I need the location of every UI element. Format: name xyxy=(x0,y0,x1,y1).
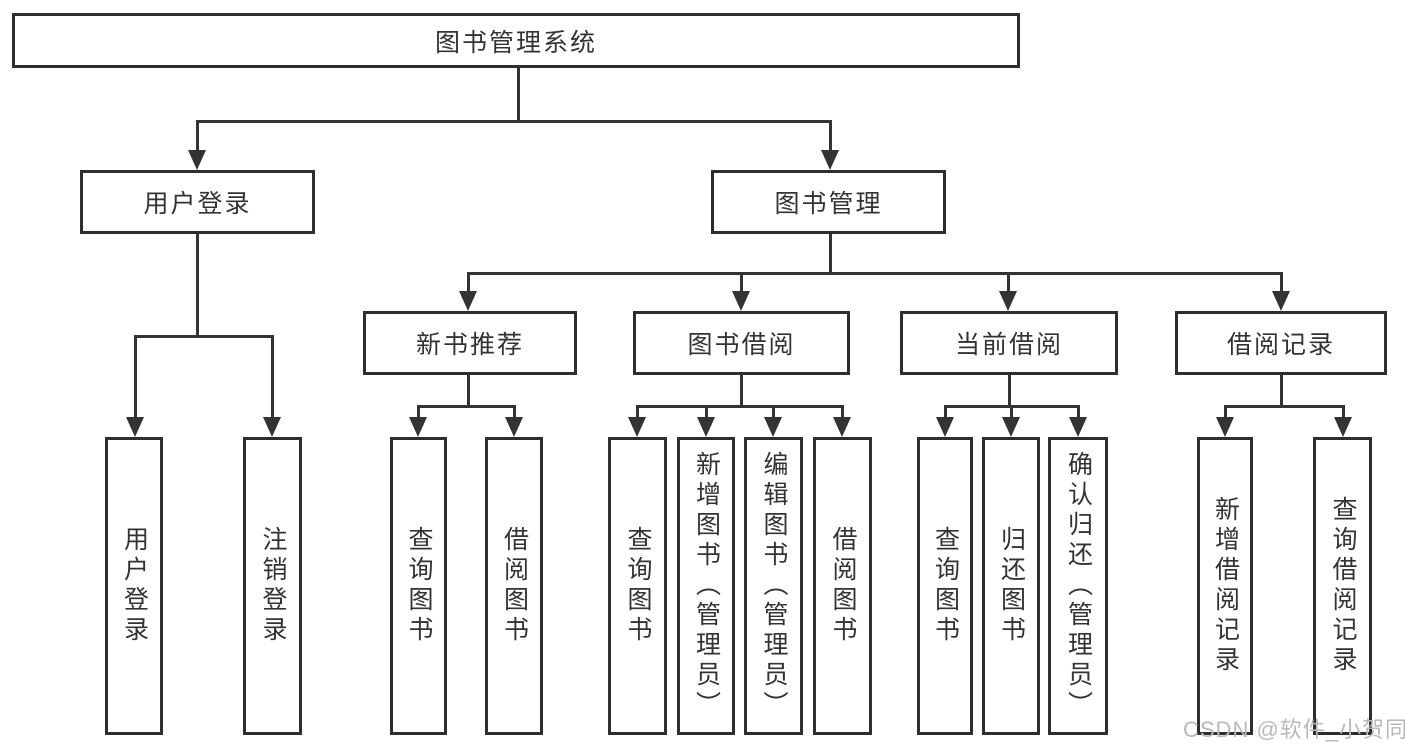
arrowhead-leaf-d3-icon xyxy=(1069,417,1087,437)
arrowhead-logout-leaf-icon xyxy=(263,417,281,437)
arrowhead-leaf-c3-icon xyxy=(764,417,782,437)
connector-drop-book-management xyxy=(829,120,832,152)
connector-user-login-stem xyxy=(196,234,199,335)
node-book-borrow-label: 图书借阅 xyxy=(687,331,796,359)
node-borrow-records-label: 借阅记录 xyxy=(1226,331,1335,359)
arrowhead-book-management-icon xyxy=(821,150,839,170)
connector-drop-user-login xyxy=(196,120,199,152)
node-book-management-label: 图书管理 xyxy=(774,190,883,218)
connector-drop-leaf-d2 xyxy=(1010,405,1013,417)
connector-drop-login-leaf xyxy=(134,335,137,417)
connector-borrow-records-bar xyxy=(1224,405,1344,408)
arrowhead-leaf-c4-icon xyxy=(833,417,851,437)
arrowhead-leaf-c1-icon xyxy=(628,417,646,437)
node-book-borrow: 图书借阅 xyxy=(633,311,850,375)
leaf-query-books-borrow-label: 查询图书 xyxy=(624,526,652,646)
connector-borrow-records-stem xyxy=(1280,375,1283,405)
leaf-query-books-current-label: 查询图书 xyxy=(931,526,960,646)
connector-drop-book-borrow xyxy=(740,272,743,292)
arrowhead-leaf-c2-icon xyxy=(697,417,715,437)
connector-drop-leaf-b2 xyxy=(513,405,516,417)
arrowhead-login-leaf-icon xyxy=(126,417,144,437)
leaf-user-login: 用户登录 xyxy=(105,437,163,735)
node-user-login: 用户登录 xyxy=(80,170,315,234)
connector-drop-borrow-records xyxy=(1280,272,1283,292)
connector-drop-leaf-d3 xyxy=(1077,405,1080,417)
node-book-management: 图书管理 xyxy=(711,170,946,234)
connector-drop-leaf-e1 xyxy=(1224,405,1227,417)
leaf-return-books: 归还图书 xyxy=(982,437,1040,735)
arrowhead-leaf-e1-icon xyxy=(1216,417,1234,437)
leaf-query-books-borrow: 查询图书 xyxy=(608,437,667,735)
leaf-user-login-label: 用户登录 xyxy=(120,526,149,646)
arrowhead-leaf-b2-icon xyxy=(505,417,523,437)
node-current-borrow-label: 当前借阅 xyxy=(954,331,1063,359)
connector-book-borrow-bar xyxy=(636,405,844,408)
arrowhead-book-borrow-icon xyxy=(732,291,750,311)
watermark: CSDN @软件_小贺同学 xyxy=(1183,717,1405,742)
leaf-edit-books-admin-label: 编辑图书（管理员） xyxy=(760,451,788,721)
leaf-borrow-books-recommend-label: 借阅图书 xyxy=(500,526,529,646)
connector-book-borrow-stem xyxy=(740,375,743,405)
node-root-label: 图书管理系统 xyxy=(434,28,597,57)
leaf-confirm-return-admin-label: 确认归还（管理员） xyxy=(1064,451,1093,721)
leaf-query-books-recommend-label: 查询图书 xyxy=(405,526,433,646)
leaf-query-books-current: 查询图书 xyxy=(917,437,973,735)
node-user-login-label: 用户登录 xyxy=(143,190,252,218)
leaf-borrow-books-label: 借阅图书 xyxy=(829,526,857,646)
arrowhead-current-borrow-icon xyxy=(999,291,1017,311)
leaf-add-borrow-record-label: 新增借阅记录 xyxy=(1211,496,1240,676)
leaf-query-books-recommend: 查询图书 xyxy=(390,437,447,735)
connector-drop-leaf-c4 xyxy=(841,405,844,417)
leaf-borrow-books-recommend: 借阅图书 xyxy=(485,437,543,735)
connector-new-book-stem xyxy=(467,375,470,405)
arrowhead-leaf-d2-icon xyxy=(1002,417,1020,437)
arrowhead-leaf-d1-icon xyxy=(936,417,954,437)
arrowhead-user-login-icon xyxy=(188,150,206,170)
node-current-borrow: 当前借阅 xyxy=(900,311,1118,375)
leaf-add-books-admin: 新增图书（管理员） xyxy=(677,437,735,735)
connector-drop-leaf-d1 xyxy=(944,405,947,417)
leaf-return-books-label: 归还图书 xyxy=(997,526,1026,646)
connector-level2-bar xyxy=(196,120,832,123)
leaf-add-borrow-record: 新增借阅记录 xyxy=(1197,437,1253,735)
connector-current-borrow-stem xyxy=(1008,375,1011,405)
arrowhead-leaf-b1-icon xyxy=(409,417,427,437)
leaf-edit-books-admin: 编辑图书（管理员） xyxy=(744,437,803,735)
connector-user-login-bar xyxy=(134,335,274,338)
leaf-confirm-return-admin: 确认归还（管理员） xyxy=(1048,437,1108,735)
node-new-book-recommend-label: 新书推荐 xyxy=(415,331,524,359)
leaf-logout-label: 注销登录 xyxy=(259,526,287,646)
connector-drop-current-borrow xyxy=(1007,272,1010,292)
connector-drop-leaf-c2 xyxy=(705,405,708,417)
connector-drop-logout-leaf xyxy=(271,335,274,417)
leaf-borrow-books: 借阅图书 xyxy=(813,437,872,735)
leaf-query-borrow-record-label: 查询借阅记录 xyxy=(1329,496,1357,676)
arrowhead-leaf-e2-icon xyxy=(1334,417,1352,437)
connector-new-book-bar xyxy=(417,405,515,408)
connector-level3-bar xyxy=(467,272,1282,275)
connector-drop-leaf-c3 xyxy=(772,405,775,417)
connector-drop-new-book xyxy=(467,272,470,292)
connector-drop-leaf-b1 xyxy=(417,405,420,417)
node-new-book-recommend: 新书推荐 xyxy=(363,311,577,375)
arrowhead-new-book-icon xyxy=(459,291,477,311)
leaf-logout: 注销登录 xyxy=(243,437,302,735)
node-borrow-records: 借阅记录 xyxy=(1175,311,1387,375)
connector-root-stem xyxy=(517,68,520,120)
connector-book-management-stem xyxy=(829,234,832,272)
arrowhead-borrow-records-icon xyxy=(1272,291,1290,311)
node-root: 图书管理系统 xyxy=(12,13,1020,68)
leaf-add-books-admin-label: 新增图书（管理员） xyxy=(692,451,721,721)
connector-drop-leaf-c1 xyxy=(636,405,639,417)
connector-drop-leaf-e2 xyxy=(1342,405,1345,417)
leaf-query-borrow-record: 查询借阅记录 xyxy=(1313,437,1372,735)
